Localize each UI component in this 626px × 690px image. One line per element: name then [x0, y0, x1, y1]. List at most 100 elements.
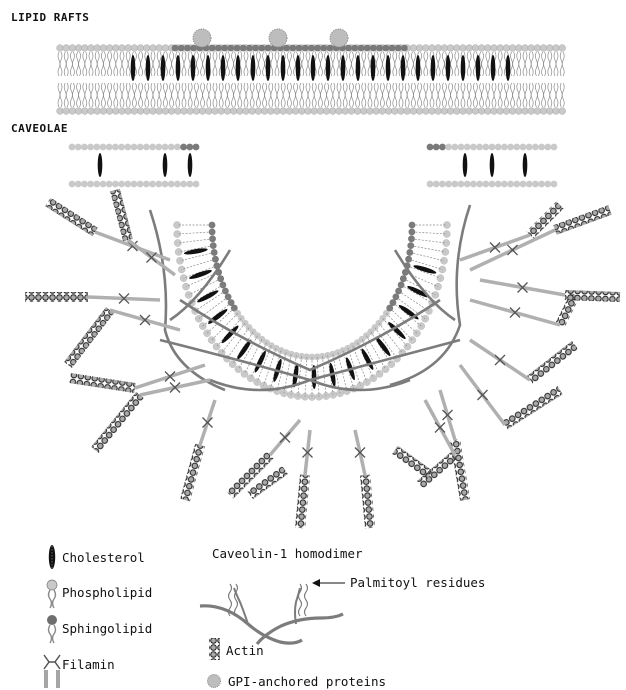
phospholipid — [149, 144, 156, 151]
phospholipid — [495, 144, 502, 151]
lipid-tail — [116, 52, 118, 76]
lipid-tail — [420, 83, 422, 107]
phospholipid — [181, 108, 188, 115]
phospholipid — [93, 144, 100, 151]
phospholipid — [88, 45, 95, 52]
phospholipid — [445, 181, 452, 188]
sphingolipid — [178, 45, 185, 52]
phospholipid — [106, 108, 113, 115]
lipid-tail — [302, 52, 304, 76]
lipid-tail — [320, 52, 322, 76]
phospholipid — [311, 108, 318, 115]
phospholipid — [205, 108, 212, 115]
sphingolipid — [240, 45, 247, 52]
lipid-tail — [451, 52, 453, 76]
lipid-tail — [227, 83, 229, 107]
phospholipid — [501, 181, 508, 188]
lipid-tail — [411, 246, 446, 252]
phospholipid-legend-icon — [47, 580, 57, 608]
phospholipid — [526, 181, 533, 188]
phospholipid — [410, 108, 417, 115]
lipid-tail — [469, 52, 471, 76]
sphingolipid — [209, 235, 216, 242]
sphingolipid — [395, 45, 402, 52]
lipid-tail — [203, 83, 205, 107]
sphingolipid — [376, 45, 383, 52]
phospholipid — [534, 108, 541, 115]
legend-filamin-label: Filamin — [62, 657, 115, 672]
phospholipid — [507, 181, 514, 188]
lipid-tail — [79, 52, 81, 76]
lipid-tail — [116, 83, 118, 107]
lipid-tail — [411, 239, 446, 243]
cholesterol — [281, 55, 286, 81]
phospholipid — [476, 144, 483, 151]
phospholipid — [124, 144, 131, 151]
lipid-tail — [395, 52, 397, 76]
phospholipid — [168, 144, 175, 151]
phospholipid — [249, 108, 256, 115]
caveolin-strand — [390, 205, 470, 385]
phospholipid — [491, 45, 498, 52]
lipid-tail — [457, 52, 459, 76]
phospholipid — [489, 181, 496, 188]
lipid-tail — [85, 52, 87, 76]
lipid-tail — [451, 83, 453, 107]
actin-filament — [64, 307, 114, 368]
sphingolipid — [283, 45, 290, 52]
lipid-tail — [314, 83, 316, 107]
lipid-tail — [305, 357, 307, 397]
phospholipid — [286, 108, 293, 115]
phospholipid — [441, 45, 448, 52]
phospholipid — [137, 144, 144, 151]
lipid-tail — [537, 83, 539, 107]
lipid-tail — [438, 83, 440, 107]
phospholipid — [484, 108, 491, 115]
phospholipid — [470, 144, 477, 151]
lipid-tail — [215, 83, 217, 107]
phospholipid — [458, 144, 465, 151]
lipid-tail — [351, 52, 353, 76]
phospholipid — [119, 45, 126, 52]
lipid-tail — [234, 52, 236, 76]
phospholipid — [427, 181, 434, 188]
phospholipid — [131, 144, 138, 151]
gpi-protein — [193, 29, 211, 47]
phospholipid — [520, 144, 527, 151]
cholesterol — [98, 153, 103, 177]
phospholipid — [464, 144, 471, 151]
gpi-protein — [269, 29, 287, 47]
phospholipid — [342, 108, 349, 115]
phospholipid — [441, 108, 448, 115]
sphingolipid — [190, 45, 197, 52]
cholesterol — [413, 264, 437, 275]
sphingolipid — [364, 45, 371, 52]
cholesterol-legend-icon — [49, 545, 55, 569]
phospholipid — [439, 144, 446, 151]
lipid-tail — [153, 83, 155, 107]
sphingolipid — [401, 45, 408, 52]
lipid-tail — [389, 83, 391, 107]
lipid-tail — [165, 52, 167, 76]
phospholipid — [143, 45, 150, 52]
phospholipid — [186, 181, 193, 188]
palmitoyl-arrowhead — [312, 579, 320, 587]
phospholipid — [538, 181, 545, 188]
lipid-tail — [308, 52, 310, 76]
lipid-tail — [122, 83, 124, 107]
lipid-tail — [277, 52, 279, 76]
actin-filament — [527, 341, 578, 384]
legend-actin-label: Actin — [226, 643, 264, 658]
phospholipid — [88, 108, 95, 115]
lipid-tail — [531, 52, 533, 76]
phospholipid — [429, 108, 436, 115]
lipid-tail — [500, 52, 502, 76]
phospholipid — [255, 108, 262, 115]
phospholipid — [174, 144, 181, 151]
lipid-raft-bilayer — [55, 40, 570, 120]
phospholipid — [472, 108, 479, 115]
lipid-tail — [196, 52, 198, 76]
lipid-tail — [209, 83, 211, 107]
phospholipid — [509, 108, 516, 115]
lipid-tail — [178, 83, 180, 107]
